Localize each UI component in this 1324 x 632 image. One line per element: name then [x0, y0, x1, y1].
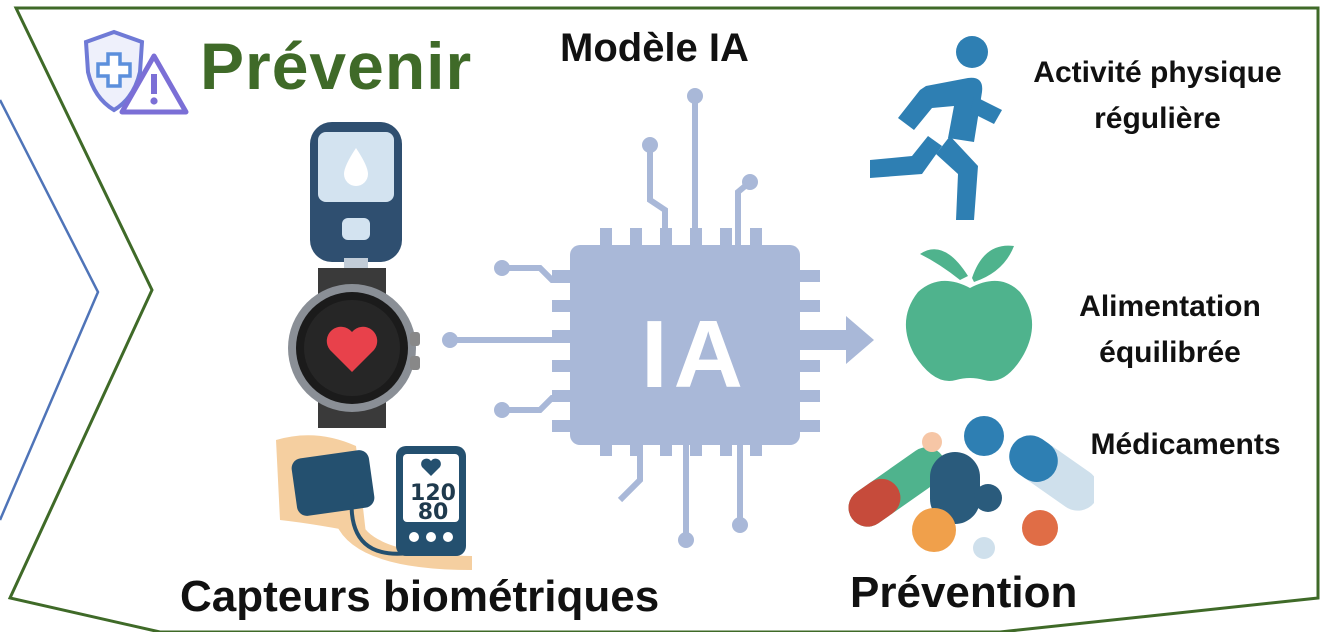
item-alimentation: Alimentation équilibrée [1079, 290, 1261, 369]
chip-label: IA [641, 301, 749, 408]
blood-pressure-monitor-icon [276, 435, 472, 570]
prevention-caption: Prévention [850, 568, 1078, 617]
bp-diastolic: 80 [417, 500, 449, 525]
glucometer-icon [310, 122, 402, 268]
item-medicaments: Médicaments [1090, 428, 1281, 461]
arrow-right-icon [800, 316, 874, 364]
page-title: Prévenir [200, 29, 473, 103]
apple-icon [905, 245, 1033, 381]
frame-polygon [7, 6, 1320, 632]
item-activite: Activité physique régulière [1033, 56, 1282, 135]
shield-warning-icon [83, 29, 189, 115]
sensors-caption: Capteurs biométriques [180, 572, 660, 621]
runner-icon [870, 36, 1002, 220]
smartwatch-heart-icon [288, 268, 420, 428]
pills-icon [848, 416, 1094, 559]
bp-systolic: 120 [410, 481, 456, 506]
chevron-line [0, 99, 100, 521]
model-title: Modèle IA [560, 26, 749, 70]
